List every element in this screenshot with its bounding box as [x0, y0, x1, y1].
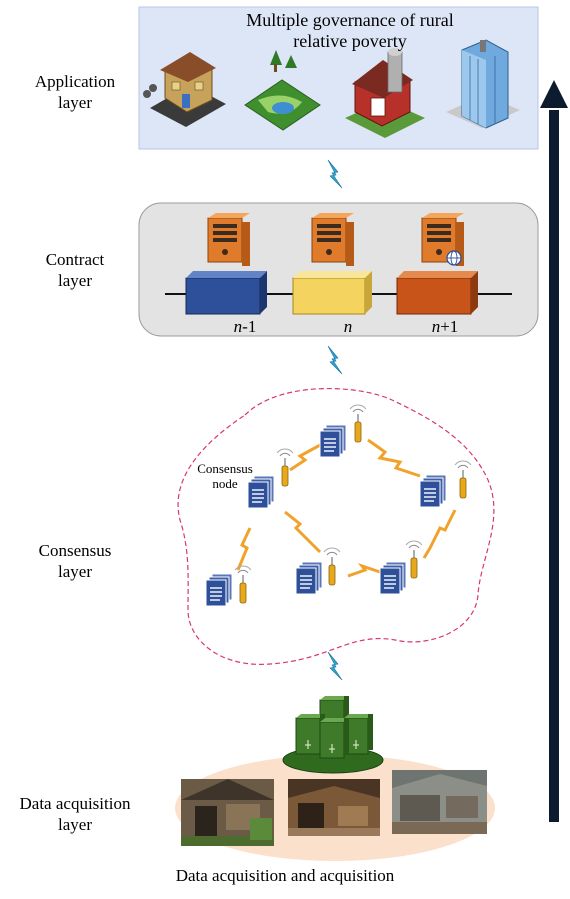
server-globe-icon: [421, 212, 465, 267]
block-n-plus-1: [396, 271, 478, 315]
data-acquisition-layer-label: Data acquisition layer: [19, 794, 131, 834]
block-n-minus-1: [185, 271, 267, 315]
antenna-icon: [454, 460, 472, 499]
upward-flow-arrow: [540, 80, 568, 822]
consensus-node: [419, 474, 447, 508]
connection-bolt: [327, 345, 343, 375]
consensus-layer-label: Consensus layer: [38, 541, 112, 581]
block-label-n-minus-1: n-1: [233, 317, 257, 336]
application-layer-title: Multiple governance of rural relative po…: [246, 10, 454, 51]
application-layer-panel: [138, 6, 539, 150]
block-n: [292, 271, 372, 315]
consensus-node-label: Consensus node: [197, 461, 253, 491]
park-icon: [244, 50, 321, 131]
server-cluster-icon: [282, 695, 384, 774]
antenna-icon: [405, 540, 423, 579]
barn-icon: [345, 48, 425, 138]
contract-layer-label: Contract layer: [45, 250, 105, 290]
consensus-node: [319, 424, 347, 458]
consensus-node: [379, 561, 407, 595]
antenna-icon: [276, 448, 294, 487]
antenna-icon: [234, 565, 252, 604]
photo-rural-house-1: [181, 779, 274, 846]
photo-rural-house-3: [392, 770, 487, 834]
antenna-icon: [323, 547, 341, 586]
antenna-icon: [349, 404, 367, 443]
contract-layer-panel: [138, 202, 539, 337]
photo-rural-house-2: [288, 779, 380, 836]
connection-bolt: [327, 651, 343, 681]
connection-bolt: [327, 159, 343, 189]
data-acquisition-region: [175, 695, 495, 861]
consensus-node: [205, 573, 233, 607]
consensus-layer-region: [177, 387, 495, 665]
office-building-icon: [446, 39, 520, 129]
consensus-node: [295, 561, 323, 595]
application-layer-label: Application layer: [34, 72, 116, 112]
block-label-n-plus-1: n+1: [431, 317, 459, 336]
house-icon: [143, 52, 226, 127]
consensus-links: [236, 438, 457, 578]
block-label-n: n: [343, 317, 353, 336]
diagram-caption: Data acquisition and acquisition: [175, 866, 395, 885]
